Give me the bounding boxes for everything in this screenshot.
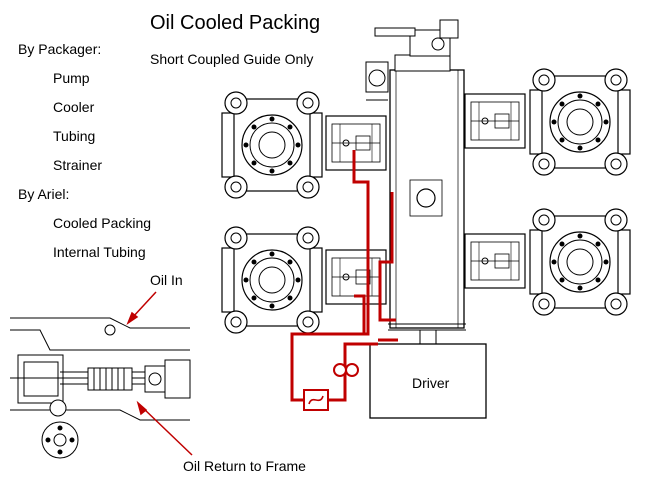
- guide-top-right: [464, 93, 526, 149]
- oil-in-label: Oil In: [150, 272, 183, 288]
- cylinder-bottom-right: [529, 208, 631, 316]
- packager-item-pump: Pump: [53, 70, 90, 86]
- oil-return-label: Oil Return to Frame: [183, 458, 306, 474]
- ariel-heading: By Ariel:: [18, 186, 70, 202]
- packager-item-cooler: Cooler: [53, 99, 95, 115]
- packager-item-tubing: Tubing: [53, 128, 96, 144]
- cylinder-bottom-left: [221, 226, 323, 334]
- inset-cutaway: [10, 315, 191, 459]
- driver-label: Driver: [412, 375, 450, 391]
- page-title: Oil Cooled Packing: [150, 12, 321, 34]
- packager-heading: By Packager:: [18, 41, 102, 57]
- frame: [365, 19, 466, 345]
- packager-item-strainer: Strainer: [53, 157, 103, 173]
- cooler-coil-icon: [308, 395, 324, 405]
- guide-bottom-right: [464, 233, 526, 289]
- cylinder-top-right: [529, 68, 631, 176]
- page-subtitle: Short Coupled Guide Only: [150, 51, 314, 67]
- cylinder-top-left: [221, 91, 323, 199]
- callout-arrows: [126, 291, 193, 456]
- ariel-item-cooled-packing: Cooled Packing: [53, 215, 152, 231]
- guide-top-left: [325, 115, 387, 171]
- driver-box: [369, 343, 487, 419]
- ariel-item-internal-tubing: Internal Tubing: [53, 244, 146, 260]
- pump-icon: [333, 363, 359, 377]
